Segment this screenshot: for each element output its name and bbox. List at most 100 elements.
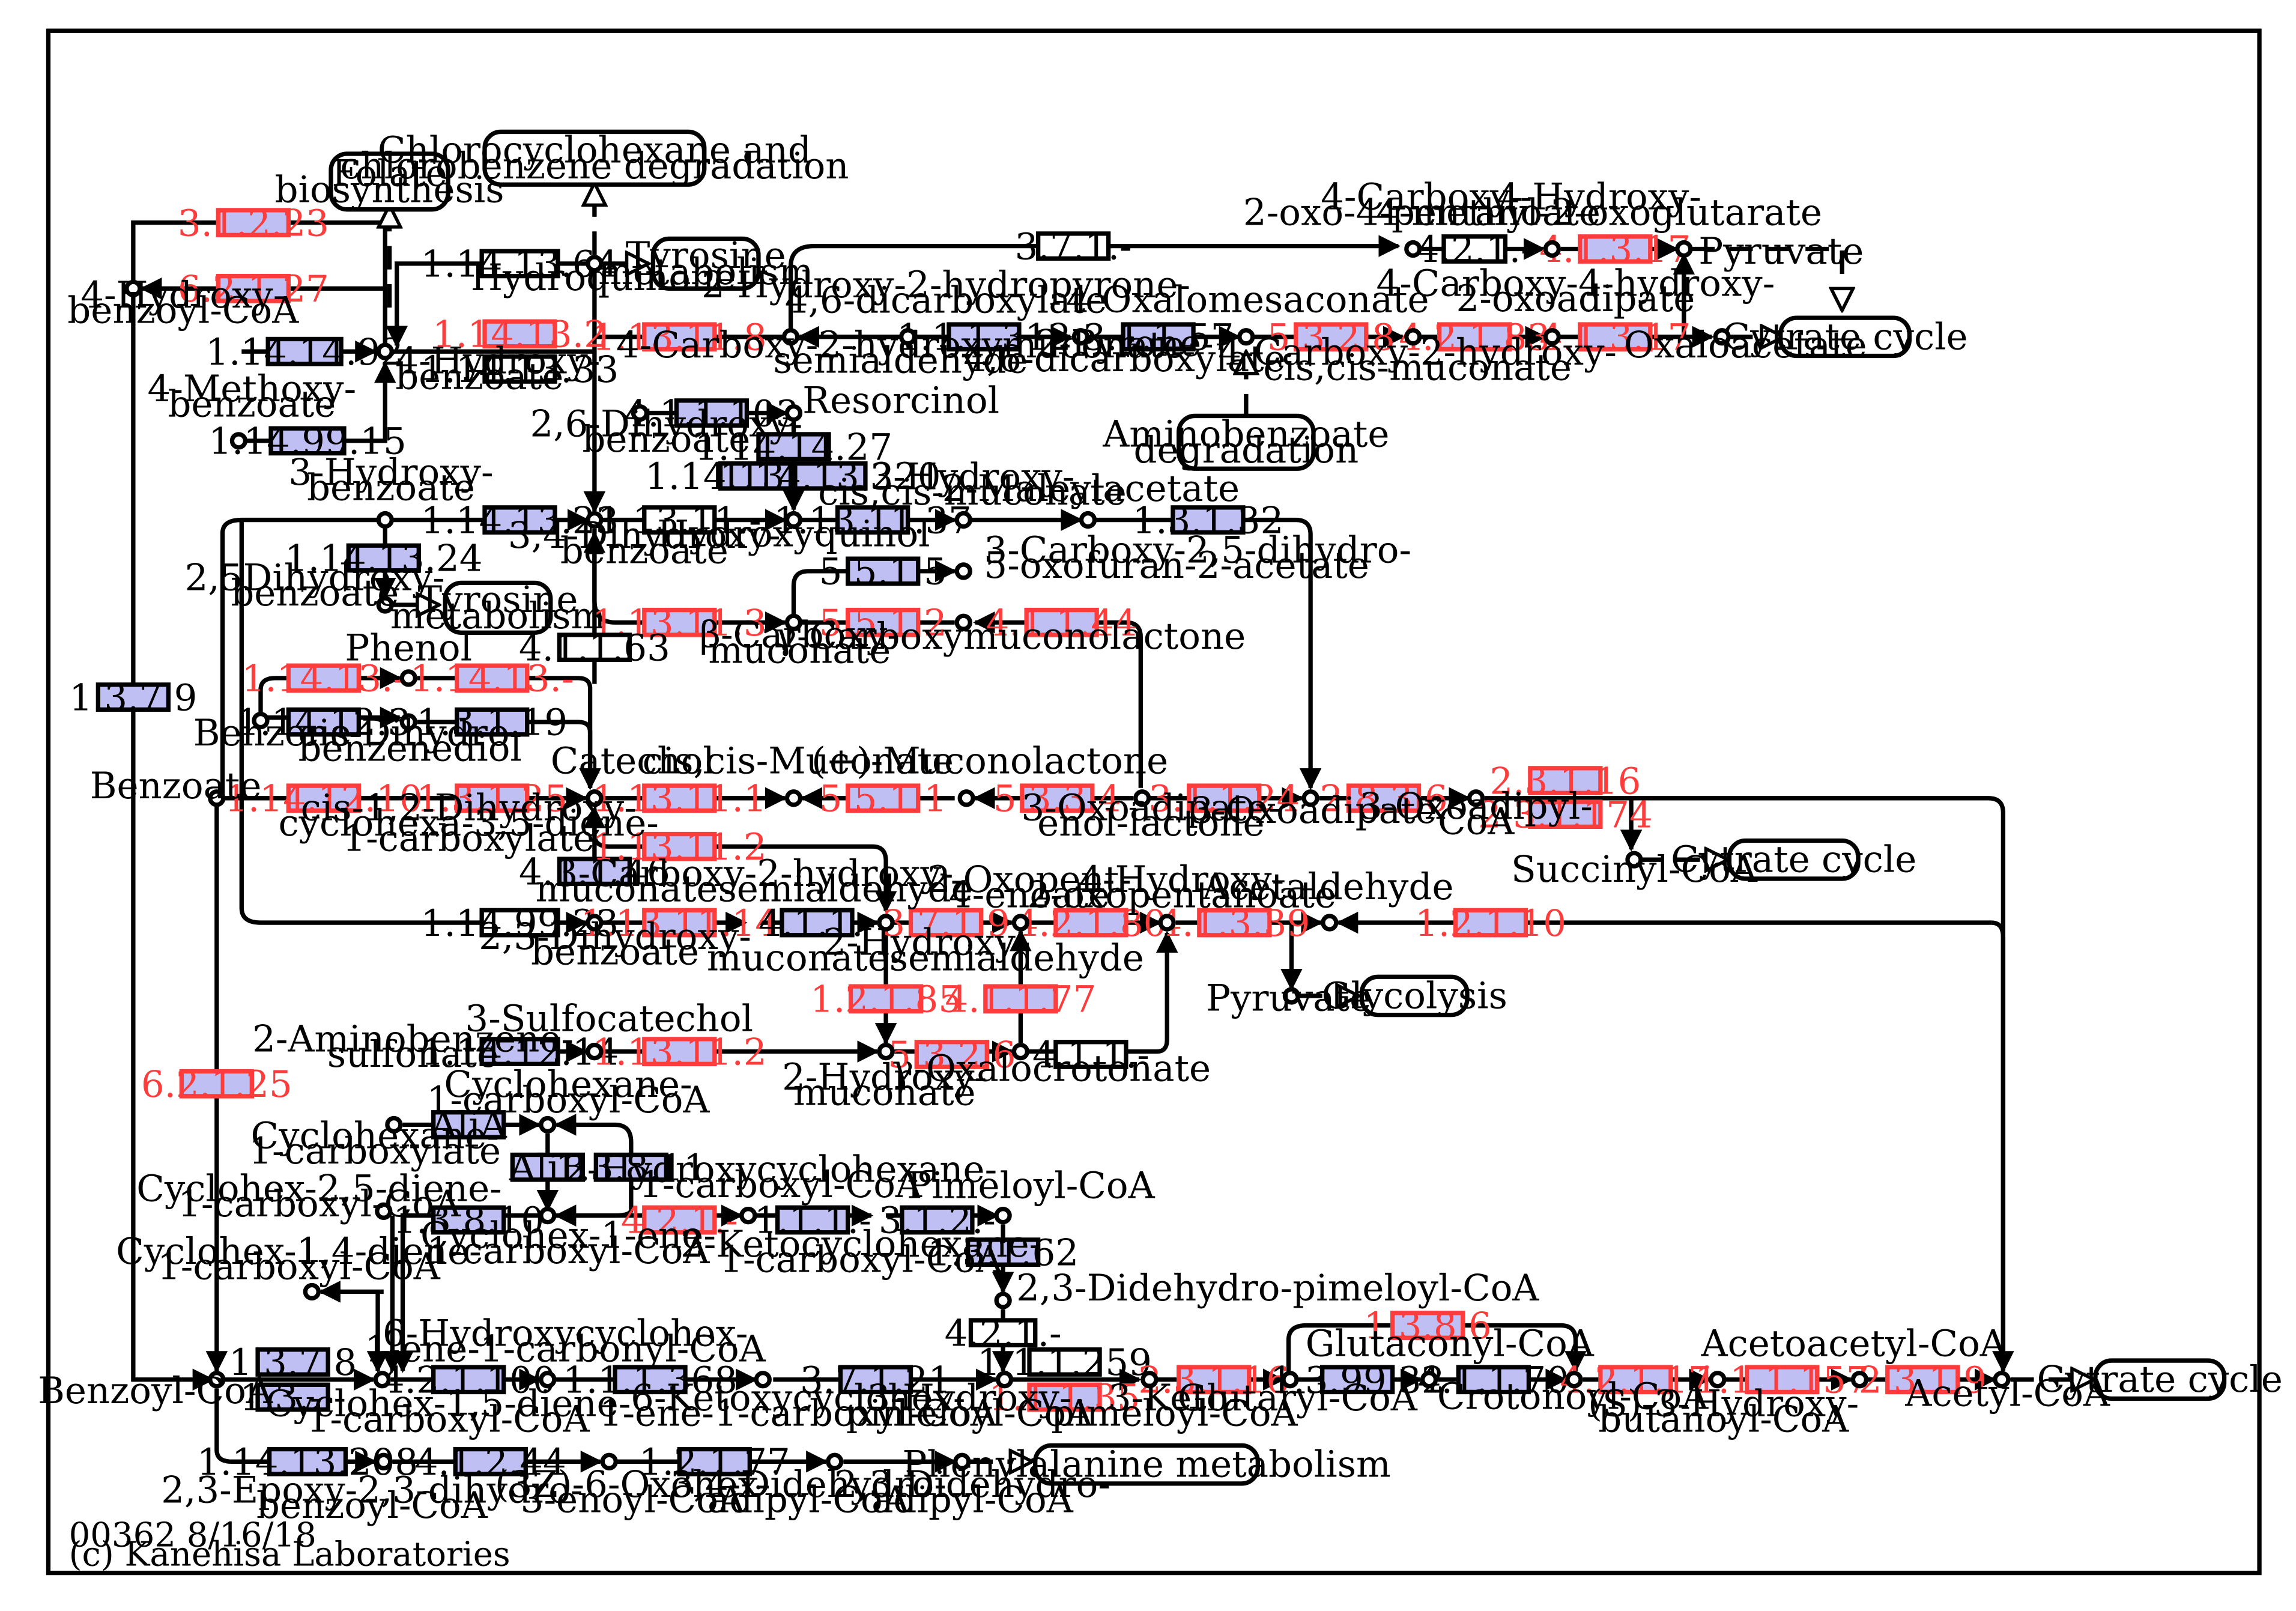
enzyme-box-1-3-1-32[interactable]: 1.3.1.32 — [1132, 499, 1283, 542]
compound-3-hydroxy-benzoate[interactable]: 3-Hydroxy-benzoate — [288, 451, 494, 529]
enzyme-box-4-1-1-63[interactable]: 4.1.1.63 — [519, 626, 670, 669]
compound-cis-cis-muconate[interactable]: cis,cis-Muconate — [643, 739, 954, 807]
compound-benzoate[interactable]: Benzoate — [90, 765, 262, 807]
enzyme-box-2-3-1-9[interactable]: 2.3.1.9 — [1859, 1359, 1987, 1401]
compound-phenol[interactable]: Phenol — [345, 627, 472, 687]
enzyme-box-4-1-1-77[interactable]: 4.1.1.77 — [945, 978, 1096, 1021]
compound-3-4-dihydroxy-benzoate[interactable]: 3,4-Dihydroxy-benzoate — [508, 511, 781, 572]
enzyme-box-5-3-2-6[interactable]: 5.3.2.6 — [888, 1034, 1016, 1076]
enzyme-box-1-2-1-10[interactable]: 1.2.1.10 — [1415, 902, 1566, 945]
enzyme-box-alia[interactable]: AliA — [430, 1104, 507, 1147]
compound-3-carboxy-2-hydroxy-muconatesemialdehyde[interactable]: 3-Carboxy-2-hydroxy-muconatesemialdehyde — [536, 852, 973, 932]
compound-4-hydroxy-benzoate[interactable]: 4-Hydroxy-benzoate — [376, 340, 600, 398]
compound-2-3-didehydro-adipyl-coa[interactable]: 2,3-Didehydro-adipyl-CoA — [834, 1452, 1110, 1521]
compound-s-3-hydroxy-butanoyl-coa[interactable]: (S)-3-Hydroxy-butanoyl-CoA — [1588, 1371, 1859, 1441]
enzyme-box-3-1-1-57[interactable]: 3.1.1.57 — [1083, 317, 1234, 359]
enzyme-box-1-1-1-35[interactable]: 1.1.1.35 — [989, 1377, 1140, 1419]
enzyme-box-1-14-13-33[interactable]: 1.14.13.33 — [421, 348, 619, 391]
enzyme-box-3-7-1-21[interactable]: 3.7.1.21 — [800, 1359, 951, 1401]
enzyme-box-1-3-1-62[interactable]: 1.3.1.62 — [927, 1231, 1079, 1274]
enzyme-box-3-7-1[interactable]: 3.7.1.- — [1015, 225, 1132, 268]
enzyme-box-alib[interactable]: AliB — [509, 1147, 586, 1189]
enzyme-box-2-8-3-6[interactable]: 2.8.3.6 — [1319, 778, 1447, 821]
compound-3-keto-pimeloyl-coa[interactable]: 3-Keto-pimeloyl-CoA — [1051, 1371, 1298, 1435]
enzyme-box-3-1-2[interactable]: 3.1.2.- — [879, 1200, 996, 1242]
enzyme-box-5-5-1-2[interactable]: 5.5.1.2 — [819, 602, 947, 645]
compound-3-sulfocatechol[interactable]: 3-Sulfocatechol — [465, 997, 753, 1061]
enzyme-box-1-13-11-8[interactable]: 1.13.11.8 — [592, 317, 767, 359]
enzyme-box-1-3-1-25[interactable]: 1.3.1.25 — [416, 778, 568, 821]
enzyme-box-4-1-1-103[interactable]: 4.1.1.103 — [625, 392, 799, 435]
compound-6-hydroxycyclohex-1-ene-1-carbonyl-coa[interactable]: 6-Hydroxycyclohex-1-ene-1-carbonyl-CoA — [365, 1312, 766, 1389]
compound-cyclohex-1-ene-1-carboxyl-coa[interactable]: Cyclohex-1-ene-1-carboxyl-CoA — [420, 1207, 716, 1272]
compound-succinyl-coa[interactable]: Succinyl-CoA — [1511, 848, 1758, 891]
enzyme-box-1-14-13[interactable]: 1.14.13.- — [242, 658, 406, 700]
compound-2-maleylacetate[interactable]: 2-Maleylacetate — [942, 467, 1240, 529]
enzyme-box-3-1-1-24[interactable]: 3.1.1.24 — [1148, 778, 1300, 821]
compound-acetoacetyl-coa[interactable]: Acetoacetyl-CoA — [1701, 1323, 2007, 1389]
compound-6-ketoxycyclohex-1-ene-1-carboxyl-coa[interactable]: 6-Ketoxycyclohex-1-ene-1-carboxyl-CoA — [599, 1371, 998, 1435]
compound-2-aminobenzene-sulfonate[interactable]: 2-Aminobenzene-sulfonate — [252, 1018, 604, 1076]
enzyme-box-1-14-13[interactable]: 1.14.13.- — [410, 658, 574, 700]
compound-cyclohex-1-5-diene-1-carboxyl-coa[interactable]: Cyclohex-1,5-diene-1-carboxyl-CoA — [265, 1371, 631, 1441]
enzyme-box-1-13-11-2[interactable]: 1.13.11.2 — [592, 1031, 767, 1073]
enzyme-box-1-3[interactable]: 1.3.-.- — [240, 1377, 346, 1419]
compound-2-3-dihydroxy-benzoate[interactable]: 2,3-Dihydroxy-benzoate — [479, 914, 751, 974]
map-link-cytrate-cycle[interactable]: Cytrate cycle — [2037, 1358, 2283, 1401]
compound-4-methoxy-benzoate[interactable]: 4-Methoxy-benzoate — [148, 368, 357, 450]
enzyme-box-1-14-12-14[interactable]: 1.14.12.14 — [421, 1031, 619, 1073]
compound-crotonoyl-coa[interactable]: Crotonoyl-CoA — [1437, 1371, 1709, 1418]
compound-2-hydroxy-muconatesemialdehyde[interactable]: 2-Hydroxy-muconatesemialdehyde — [707, 914, 1144, 979]
compound-oxaloacetate[interactable]: Oxaloacetate — [1624, 324, 1867, 366]
compound-2-ketocyclohexane-1-carboxyl-coa[interactable]: 2-Ketocyclohexane-1-carboxyl-CoA — [680, 1207, 1041, 1281]
enzyme-box-4-1-3-17[interactable]: 4.1.3.17 — [1539, 228, 1691, 271]
enzyme-box-1-3-99-32[interactable]: 1.3.99.32 — [1270, 1359, 1445, 1401]
enzyme-box-4-1-3-39[interactable]: 4.1.3.39 — [1159, 902, 1310, 945]
compound-2-hydroxycyclohexane-1-carboxyl-coa[interactable]: 2-Hydroxycyclohexane-1-carboxyl-CoA — [564, 1148, 997, 1225]
compound-carboxy-muconate[interactable]: β-Carboxy-muconate — [700, 613, 900, 672]
map-link-cytrate-cycle[interactable]: Cytrate cycle — [1671, 839, 1916, 881]
compound-3-oxoadipate[interactable]: 3-Oxoadipate — [1190, 789, 1437, 832]
compound-4-carboxy-2-oxo-4-pentanoate[interactable]: 4-Carboxy-2-oxo-4-pentanoate — [1243, 176, 1601, 258]
enzyme-box-4-1-1[interactable]: 4.1.1.- — [1032, 1034, 1150, 1076]
enzyme-box-4-1-3-17[interactable]: 4.1.3.17 — [1539, 317, 1691, 359]
compound-2-3-epoxy-2-3-dihydro-benzoyl-coa[interactable]: 2,3-Epoxy-2,3-dihydro-benzoyl-CoA — [161, 1452, 583, 1527]
enzyme-box-1-13-11[interactable]: 1.13.11.- — [598, 499, 762, 542]
compound-4-oxalomesaconate[interactable]: 4-Oxalomesaconate — [1066, 278, 1429, 346]
enzyme-box-1-14-13-23[interactable]: 1.14.13.23 — [421, 499, 619, 542]
compound-acetyl-coa[interactable]: Acetyl-CoA — [1904, 1371, 2110, 1415]
enzyme-box-1-13-11-37[interactable]: 1.13.11.37 — [774, 499, 972, 542]
enzyme-box-4-2-1[interactable]: 4.2.1.- — [1416, 228, 1533, 271]
enzyme-box-1-1-1-368[interactable]: 1.1.1.368 — [563, 1359, 738, 1401]
enzyme-box-4-1-1-70[interactable]: 4.1.1.70 — [1418, 1359, 1569, 1401]
enzyme-box-6-2-1-27[interactable]: 6.2.1.27 — [178, 268, 329, 311]
compound-cyclohexane-1-carboxyl-coa[interactable]: Cyclohexane-1-carboxyl-CoA — [427, 1063, 710, 1134]
compound-cyclohex-1-4-diene-1-carboxyl-coa[interactable]: Cyclohex-1,4-diene-1-carboxyl-CoA — [116, 1230, 482, 1301]
compound-resorcinol[interactable]: Resorcinol — [784, 380, 999, 422]
enzyme-box-1-14-13-220[interactable]: 1.14.13.220 — [719, 455, 941, 498]
enzyme-box-2-3-1-16[interactable]: 2.3.1.16 — [1138, 1359, 1289, 1401]
enzyme-box-4-2-1[interactable]: 4.2.1.- — [621, 1200, 738, 1242]
compound-oxalocrotonate[interactable]: γ-Oxalocrotonate — [892, 1042, 1211, 1090]
enzyme-box-4-2-1-80[interactable]: 4.2.1.80 — [1015, 902, 1166, 945]
compound-2-6-dihydroxy-benzoate[interactable]: 2,6-Dihydroxy-benzoate — [530, 403, 802, 461]
compound-2-oxopent-4-enoate[interactable]: 2-Oxopent-4-enoate — [927, 858, 1131, 932]
compound-acetaldehyde[interactable]: Acetaldehyde — [1202, 866, 1454, 932]
enzyme-box-5-5-1-1[interactable]: 5.5.1.1 — [819, 778, 947, 821]
enzyme-box-1-14-12-10[interactable]: 1.14.12.10 — [225, 778, 423, 821]
enzyme-box-1-1-1-259[interactable]: 1.1.1.259 — [977, 1341, 1152, 1384]
compound-4-hydroxy-4-methyl-2-oxoglutarate[interactable]: 4-Hydroxy-4-methyl-2-oxoglutarate — [1376, 176, 1822, 258]
enzyme-box-4-2-1-17[interactable]: 4.2.1.17 — [1560, 1359, 1711, 1401]
enzyme-box-1-3-7-9[interactable]: 1.3.7.9 — [69, 676, 197, 719]
compound-3-4-didehydro-adipyl-coa[interactable]: 3,4-Didehydro-adipyl-CoA — [670, 1452, 947, 1521]
compound-2-pyrone-4-6-dicarboxylate[interactable]: 2-Pyrone-4,6-dicarboxylate — [963, 322, 1285, 380]
map-link-glycolysis[interactable]: Glycolysis — [1322, 974, 1507, 1017]
compound-cyclohexane-1-carboxylate[interactable]: Cyclohexane-1-carboxylate — [249, 1115, 501, 1173]
enzyme-box-3-7-1-9[interactable]: 3.7.1.9 — [882, 902, 1010, 945]
compound-2-hydroxy-2-hydropyrone-4-6-dicarboxylate[interactable]: 2-Hydroxy-2-hydropyrone-4,6-dicarboxylat… — [701, 264, 1190, 346]
enzyme-box-1-1-1[interactable]: 1.1.1.- — [754, 1200, 871, 1242]
enzyme-box-4-2-1-100[interactable]: 4.2.1.100 — [381, 1359, 556, 1401]
enzyme-box-5-5-1-5[interactable]: 5.5.1.5 — [819, 551, 947, 593]
